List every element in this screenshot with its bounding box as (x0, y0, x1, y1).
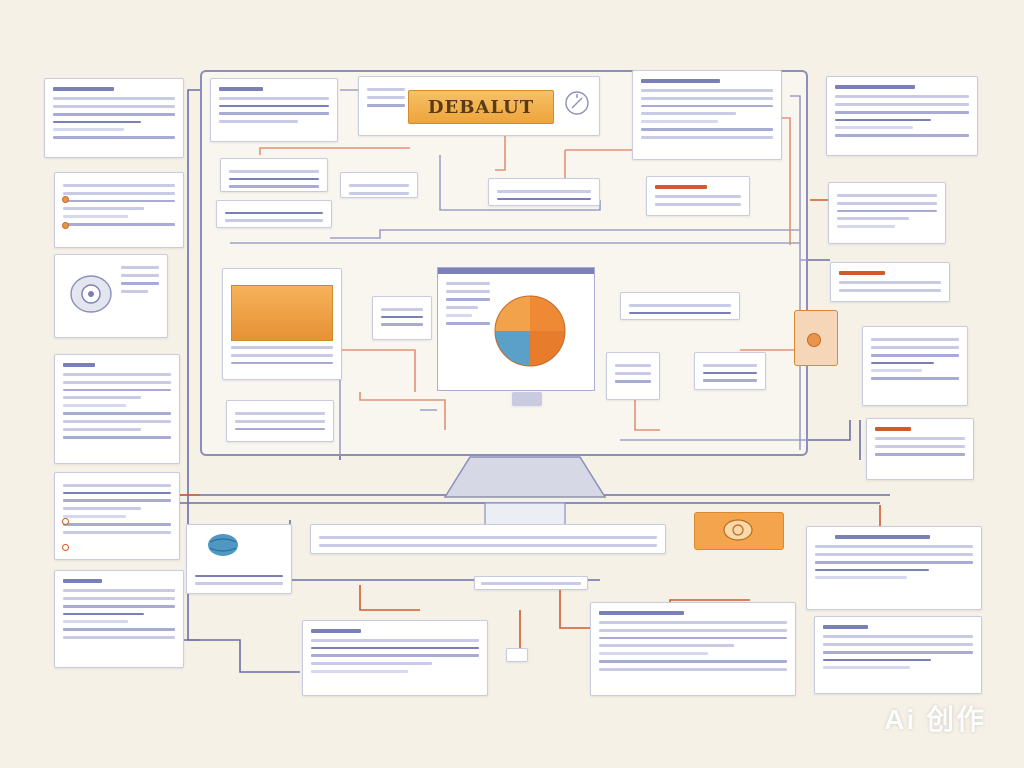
right-card-6 (806, 526, 982, 610)
left-card-5 (54, 570, 184, 668)
inner-card-j (694, 352, 766, 390)
node-dot (62, 518, 69, 525)
node-dot (807, 333, 821, 347)
inner-chart-panel (222, 268, 342, 380)
inner-card-d (488, 178, 600, 206)
lower-left-card (186, 524, 292, 594)
small-connector-box (506, 648, 528, 662)
small-bar-card (474, 576, 588, 590)
top-left-inner-card (210, 78, 338, 142)
inner-card-g (226, 400, 334, 442)
node-dot (62, 544, 69, 551)
cylinder-icon (723, 519, 753, 541)
title-banner: DEBALUT (408, 90, 554, 124)
right-card-2 (828, 182, 946, 244)
panel-connector (512, 392, 542, 406)
left-card-4 (54, 472, 180, 560)
right-card-1 (826, 76, 978, 156)
inner-card-h (620, 292, 740, 320)
right-card-7 (814, 616, 982, 694)
right-card-3 (830, 262, 950, 302)
orange-chart-block (231, 285, 333, 341)
chart-pie-icon (494, 295, 566, 367)
cylinder-icon (70, 275, 112, 313)
node-dot (62, 196, 69, 203)
right-card-5 (866, 418, 974, 480)
bottom-card-2 (590, 602, 796, 696)
watermark-label: Ai 创作 (884, 704, 986, 735)
wide-bar-card (310, 524, 666, 554)
right-card-4 (862, 326, 968, 406)
gear-icon (565, 91, 589, 115)
left-card-1 (44, 78, 184, 158)
inner-card-e (646, 176, 750, 216)
inner-card-i (606, 352, 660, 400)
bottom-card-1 (302, 620, 488, 696)
monitor-stand (443, 456, 607, 530)
left-card-3 (54, 354, 180, 464)
inner-card-c (216, 200, 332, 228)
top-right-inner-card (632, 70, 782, 160)
inner-card-f (372, 296, 432, 340)
inner-card-a (220, 158, 328, 192)
inner-card-b (340, 172, 418, 198)
globe-icon (208, 534, 238, 556)
left-card-2 (54, 172, 184, 248)
node-dot (62, 222, 69, 229)
